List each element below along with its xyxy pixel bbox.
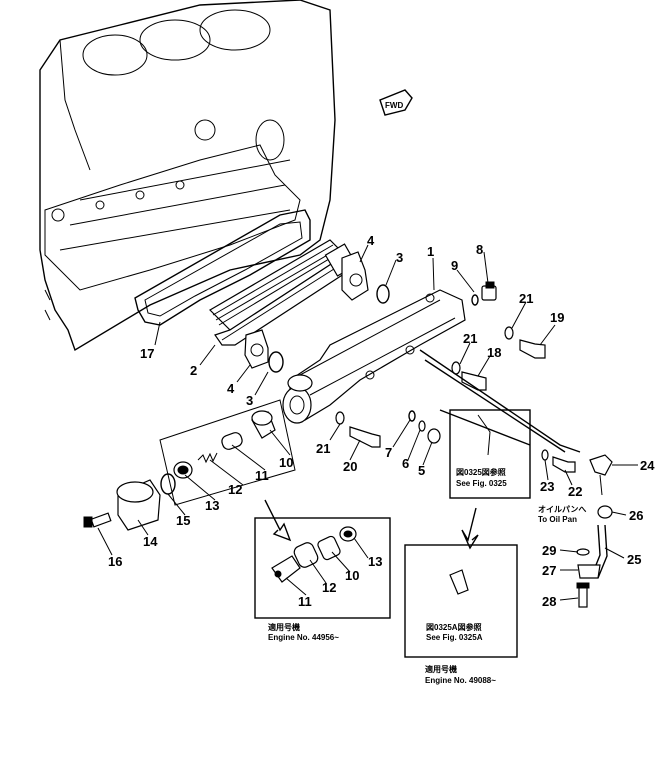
leader-lines <box>97 244 638 601</box>
callout-4-upper: 4 <box>367 233 375 248</box>
plug-5 <box>427 428 441 444</box>
ref-0325-en: See Fig. 0325 <box>456 479 507 488</box>
callout-11-lower: 11 <box>298 594 312 609</box>
ref-0325a-bracket <box>449 569 469 595</box>
callout-19: 19 <box>550 310 564 325</box>
engine-no-a: Engine No. 44956~ <box>268 633 339 642</box>
valve-11 <box>221 432 243 450</box>
callout-20: 20 <box>343 459 357 474</box>
o-ring-3-lower <box>268 351 284 373</box>
callout-24: 24 <box>640 458 655 473</box>
callout-10-upper: 10 <box>279 455 293 470</box>
callout-17: 17 <box>140 346 154 361</box>
ref-box-0325 <box>449 409 531 499</box>
callout-16: 16 <box>108 554 122 569</box>
lower-spring-12 <box>293 542 319 568</box>
callout-12-lower: 12 <box>322 580 336 595</box>
oil-pipe <box>419 349 581 453</box>
callout-21-b: 21 <box>463 331 477 346</box>
callout-22: 22 <box>568 484 582 499</box>
callout-3-upper: 3 <box>396 250 403 265</box>
spring-12 <box>197 452 218 464</box>
callout-7: 7 <box>385 445 392 460</box>
washer-23 <box>541 449 549 461</box>
engine-block <box>39 0 336 352</box>
callout-26: 26 <box>629 508 643 523</box>
oil-pan-en: To Oil Pan <box>538 515 577 524</box>
washer-9 <box>471 294 479 306</box>
fwd-arrow: FWD <box>379 89 413 116</box>
callout-10-lower: 10 <box>345 568 359 583</box>
ref-0325a-en: See Fig. 0325A <box>426 633 483 642</box>
callout-21-c: 21 <box>316 441 330 456</box>
arrow-down-left <box>264 499 292 542</box>
callout-2: 2 <box>190 363 197 378</box>
callout-1: 1 <box>427 244 434 259</box>
gasket-17 <box>134 209 311 326</box>
plug-8 <box>481 281 497 301</box>
bolt-16 <box>83 512 112 528</box>
gasket-4-lower <box>244 329 269 369</box>
fwd-label: FWD <box>385 101 403 110</box>
washer-21-a <box>504 326 514 340</box>
callout-27: 27 <box>542 563 556 578</box>
o-ring-3-upper <box>376 284 390 304</box>
callout-13-lower: 13 <box>368 554 382 569</box>
applicable-b-jp: 適用号機 <box>425 664 457 674</box>
variant-box-a <box>254 517 391 619</box>
lower-cap-13 <box>339 526 357 542</box>
engine-no-b: Engine No. 49088~ <box>425 676 496 685</box>
washer-6 <box>418 420 426 432</box>
ref-0325-jp: 図0325図参照 <box>456 467 506 477</box>
callout-14: 14 <box>143 534 158 549</box>
ref-0325a-jp: 図0325A図参照 <box>426 622 482 632</box>
applicable-a-jp: 適用号機 <box>268 622 300 632</box>
callout-9: 9 <box>451 258 458 273</box>
arrow-down-right <box>461 507 479 550</box>
fitting-26 <box>597 505 613 519</box>
oil-cooler-core-2 <box>209 239 358 346</box>
callout-6: 6 <box>402 456 409 471</box>
notes: 図0325図参照 See Fig. 0325 図0325A図参照 See Fig… <box>268 467 586 685</box>
lower-valve-11 <box>271 555 301 583</box>
callout-15: 15 <box>176 513 190 528</box>
callout-29: 29 <box>542 543 556 558</box>
callout-12-upper: 12 <box>228 482 242 497</box>
bolt-20 <box>349 426 381 448</box>
callout-labels: 1 2 3 3 4 4 5 6 7 8 9 10 10 11 11 12 12 … <box>108 233 655 609</box>
callout-13-upper: 13 <box>205 498 219 513</box>
washer-7 <box>408 410 416 422</box>
bracket-27 <box>577 564 601 579</box>
bolt-28 <box>576 582 590 608</box>
filter-group-box <box>159 399 296 506</box>
fitting-24 <box>589 454 613 496</box>
callout-18: 18 <box>487 345 501 360</box>
oil-cooler-body-1 <box>282 289 466 424</box>
callout-21-a: 21 <box>519 291 533 306</box>
element-10 <box>251 410 276 439</box>
callout-23: 23 <box>540 479 554 494</box>
cap-13 <box>173 461 193 479</box>
washer-21-c <box>335 411 345 425</box>
filter-14 <box>116 479 161 531</box>
callout-5: 5 <box>418 463 425 478</box>
oil-pan-jp: オイルパンへ <box>538 504 586 514</box>
gasket-4-upper <box>341 251 369 301</box>
bolt-19 <box>519 339 546 359</box>
lower-element-10 <box>317 535 341 561</box>
callout-25: 25 <box>627 552 641 567</box>
callout-11-upper: 11 <box>255 468 269 483</box>
callout-3-lower: 3 <box>246 393 253 408</box>
o-ring-15 <box>160 473 176 495</box>
ref-0325-pipe <box>477 414 491 456</box>
callout-28: 28 <box>542 594 556 609</box>
callout-4-lower: 4 <box>227 381 235 396</box>
variant-box-b <box>404 544 518 658</box>
bolt-22 <box>552 456 576 473</box>
o-ring-29 <box>576 548 590 556</box>
callout-8: 8 <box>476 242 483 257</box>
